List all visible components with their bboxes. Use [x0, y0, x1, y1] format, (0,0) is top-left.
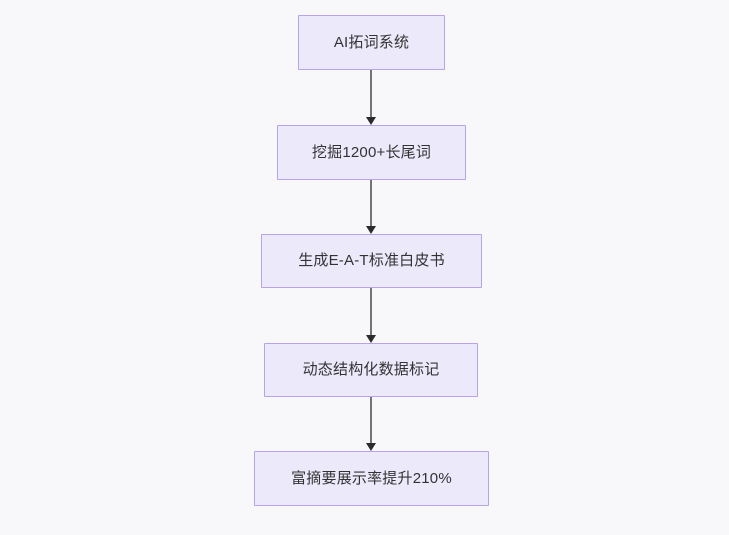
connector-line [370, 70, 372, 118]
flow-node-ai-keyword-system[interactable]: AI拓词系统 [298, 15, 445, 70]
arrow-down-icon [366, 443, 376, 451]
flow-connector-3 [359, 288, 383, 343]
flow-node-label: 挖掘1200+长尾词 [311, 143, 432, 161]
flow-connector-4 [359, 397, 383, 451]
flow-node-rich-snippet-rate-increase[interactable]: 富摘要展示率提升210% [254, 451, 489, 506]
flow-connector-2 [359, 180, 383, 234]
flow-node-dynamic-structured-data-markup[interactable]: 动态结构化数据标记 [264, 343, 478, 397]
arrow-down-icon [366, 117, 376, 125]
flow-connector-1 [359, 70, 383, 125]
arrow-down-icon [366, 335, 376, 343]
flow-node-label: 动态结构化数据标记 [302, 361, 440, 378]
connector-line [370, 288, 372, 336]
flow-node-mine-longtail-keywords[interactable]: 挖掘1200+长尾词 [277, 125, 466, 180]
connector-line [370, 180, 372, 227]
connector-line [370, 397, 372, 444]
flow-node-label: 生成E-A-T标准白皮书 [298, 252, 445, 269]
flow-node-generate-eat-whitepaper[interactable]: 生成E-A-T标准白皮书 [261, 234, 482, 288]
flow-node-label: 富摘要展示率提升210% [291, 469, 452, 487]
arrow-down-icon [366, 226, 376, 234]
flow-node-label: AI拓词系统 [333, 33, 410, 51]
